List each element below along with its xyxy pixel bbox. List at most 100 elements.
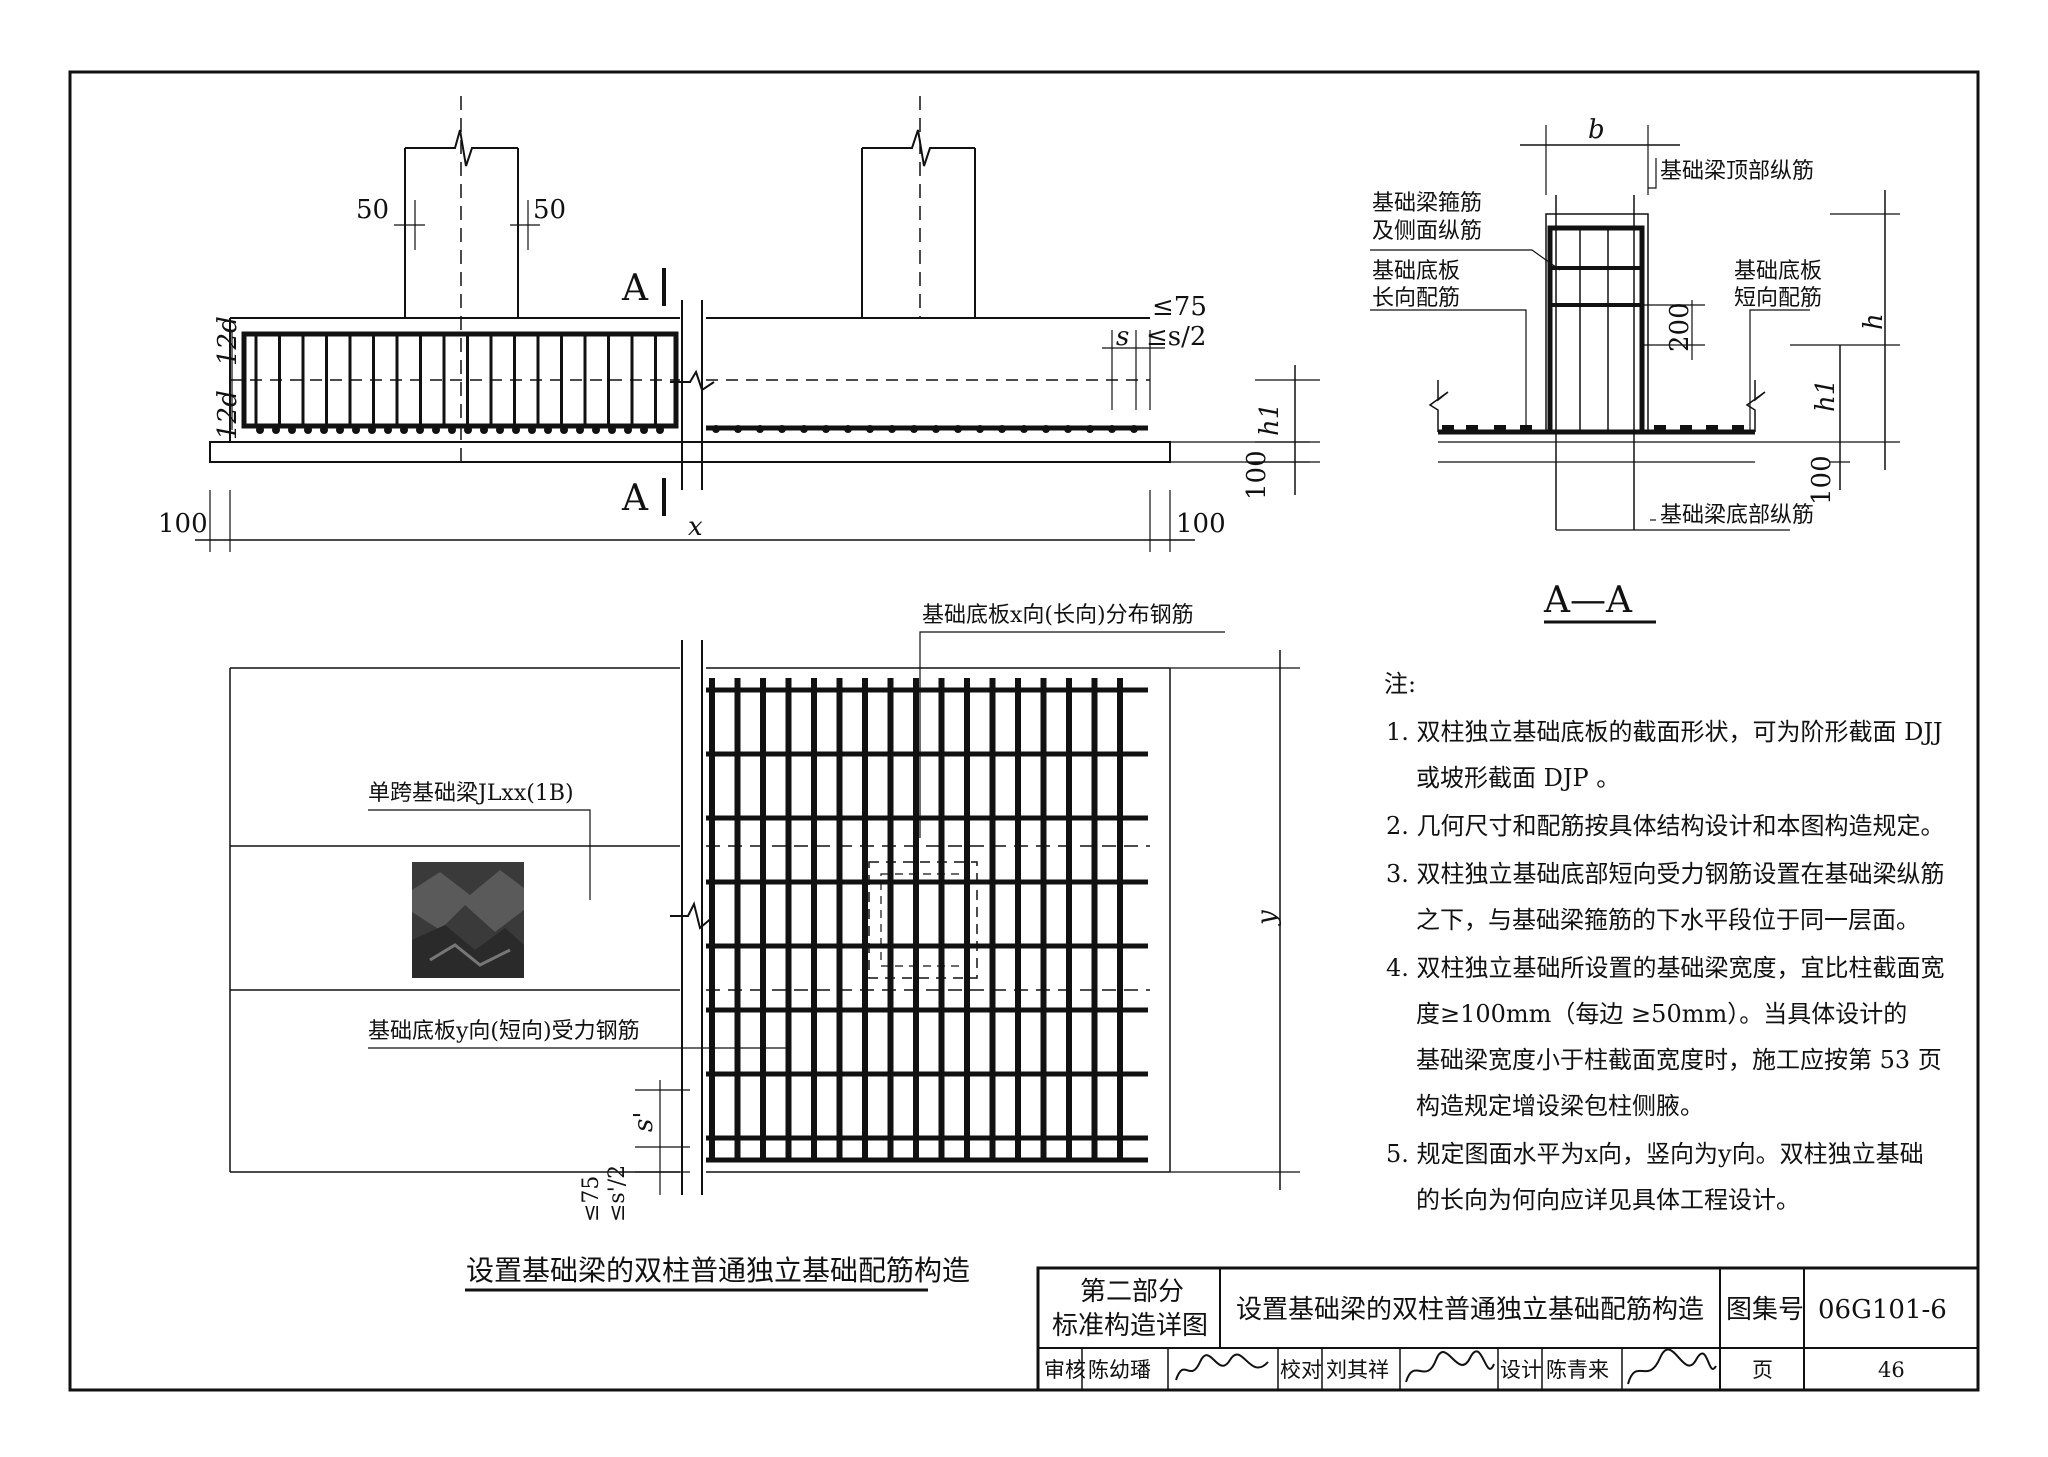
rebar-dot (656, 426, 664, 434)
dim-h1-section: h1 (1811, 379, 1841, 412)
elevation-labels: 50 50 100 100 x 100 12d 12d s ≤75 ≤s/2 h… (158, 195, 1285, 542)
rebar-dot (844, 425, 852, 433)
label-stirrup-2: 及侧面纵筋 (1372, 219, 1482, 244)
rebar-mark (1442, 425, 1454, 432)
rebar-dot (304, 426, 312, 434)
note-line: 基础梁宽度小于柱截面宽度时，施工应按第 53 页 (1416, 1046, 1942, 1074)
drawing-caption: 设置基础梁的双柱普通独立基础配筋构造 (466, 1254, 970, 1287)
rebar-dot (384, 426, 392, 434)
designer-signature (1627, 1348, 1717, 1385)
label-top-rebar: 基础梁顶部纵筋 (1660, 159, 1814, 184)
rebar-dot (432, 426, 440, 434)
rebar-mark (1680, 425, 1692, 432)
label-stirrup-1: 基础梁箍筋 (1372, 191, 1482, 216)
tb-review-label: 审核 (1044, 1358, 1086, 1382)
tb-design-label: 设计 (1500, 1358, 1542, 1382)
tb-drawing-title: 设置基础梁的双柱普通独立基础配筋构造 (1236, 1295, 1704, 1325)
tb-designer: 陈青来 (1546, 1358, 1609, 1382)
rebar-dot (998, 425, 1006, 433)
note-line: 3. 双柱独立基础底部短向受力钢筋设置在基础梁纵筋 (1386, 860, 1945, 888)
rebar-dot (1042, 425, 1050, 433)
rebar-dot (256, 426, 264, 434)
note-line: 4. 双柱独立基础所设置的基础梁宽度，宜比柱截面宽 (1386, 954, 1945, 982)
rebar-mark (1706, 425, 1718, 432)
tb-page-label: 页 (1752, 1358, 1773, 1382)
tb-atlas-label: 图集号 (1726, 1295, 1804, 1325)
rebar-dot (910, 425, 918, 433)
rebar-dot (400, 426, 408, 434)
label-x-distribution: 基础底板x向(长向)分布钢筋 (922, 603, 1194, 628)
dim-edge-half-plan: ≤s'/2 (605, 1165, 630, 1222)
label-short-bar-1: 基础底板 (1734, 259, 1822, 284)
section-title: A—A (1543, 580, 1633, 621)
rebar-dot (352, 426, 360, 434)
note-line: 构造规定增设梁包柱侧腋。 (1416, 1092, 1704, 1120)
label-short-bar-2: 短向配筋 (1734, 286, 1822, 311)
checker-signature (1405, 1350, 1495, 1383)
dim-200: 200 (1665, 302, 1695, 352)
rebar-mark (1466, 425, 1478, 432)
rebar-dot (368, 426, 376, 434)
note-line: 或坡形截面 DJP 。 (1416, 764, 1620, 792)
note-line: 之下，与基础梁箍筋的下水平段位于同一层面。 (1416, 906, 1920, 934)
rebar-dot (866, 425, 874, 433)
note-line: 的长向为何向应详见具体工程设计。 (1416, 1186, 1800, 1214)
note-line: 度≥100mm（每边 ≥50mm）。当具体设计的 (1416, 1000, 1907, 1028)
note-line: 1. 双柱独立基础底板的截面形状，可为阶形截面 DJJ (1386, 718, 1943, 746)
rebar-dot (954, 425, 962, 433)
title-block (1036, 1266, 1980, 1392)
rebar-dot (1130, 425, 1138, 433)
label-bottom-rebar: 基础梁底部纵筋 (1660, 503, 1814, 528)
rebar-dot (640, 426, 648, 434)
label-single-span-beam: 单跨基础梁JLxx(1B) (368, 781, 574, 806)
rebar-dot (512, 426, 520, 434)
elevation-view (195, 96, 1320, 552)
rebar-dot (756, 425, 764, 433)
dim-edge-max: ≤75 (1152, 292, 1207, 322)
dim-y: y (1252, 910, 1282, 926)
rebar-dot (778, 425, 786, 433)
tb-atlas-no: 06G101-6 (1818, 1295, 1947, 1325)
sheet-frame (68, 70, 1980, 1392)
label-long-bar-1: 基础底板 (1372, 259, 1460, 284)
tb-part: 第二部分 (1080, 1277, 1184, 1307)
dim-s-prime: s' (629, 1112, 659, 1133)
note-line: 2. 几何尺寸和配筋按具体结构设计和本图构造规定。 (1386, 812, 1945, 840)
rebar-dot (528, 426, 536, 434)
rebar-dot (288, 426, 296, 434)
column-section-block (412, 862, 524, 978)
section-mark-top: A (621, 268, 649, 309)
rebar-mark (1654, 425, 1666, 432)
rebar-dot (1108, 425, 1116, 433)
dim-100-bottom: 100 (1242, 450, 1272, 500)
tb-checker: 刘其祥 (1326, 1358, 1389, 1382)
notes: 注: 1. 双柱独立基础底板的截面形状，可为阶形截面 DJJ 或坡形截面 DJP… (1384, 670, 1945, 1214)
dim-x: x (688, 512, 703, 542)
reviewer-signature (1175, 1353, 1269, 1381)
dim-50-right: 50 (533, 195, 566, 225)
rebar-dot (576, 426, 584, 434)
dim-b: b (1588, 115, 1605, 145)
dim-50-left: 50 (356, 195, 389, 225)
rebar-dot (932, 425, 940, 433)
plan-labels: 基础底板x向(长向)分布钢筋 单跨基础梁JLxx(1B) 基础底板y向(短向)受… (368, 603, 1282, 1287)
dim-100-left: 100 (158, 509, 208, 539)
rebar-dot (888, 425, 896, 433)
dim-edge-max-plan: ≤75 (579, 1176, 604, 1222)
section-mark-bottom: A (621, 478, 649, 519)
rebar-dot (480, 426, 488, 434)
dim-h-section: h (1859, 313, 1889, 330)
rebar-dot (712, 425, 720, 433)
rebar-dot (1064, 425, 1072, 433)
rebar-dot (734, 425, 742, 433)
rebar-dot (1020, 425, 1028, 433)
rebar-dot (608, 426, 616, 434)
tb-reviewer: 陈幼璠 (1088, 1358, 1151, 1382)
rebar-dot (320, 426, 328, 434)
rebar-mark (1732, 425, 1744, 432)
section-labels: b h h1 200 100 基础梁顶部纵筋 基础梁箍筋 及侧面纵筋 基础底板 … (1372, 115, 1889, 621)
dim-100-section: 100 (1807, 455, 1837, 505)
rebar-dot (822, 425, 830, 433)
rebar-dot (560, 426, 568, 434)
